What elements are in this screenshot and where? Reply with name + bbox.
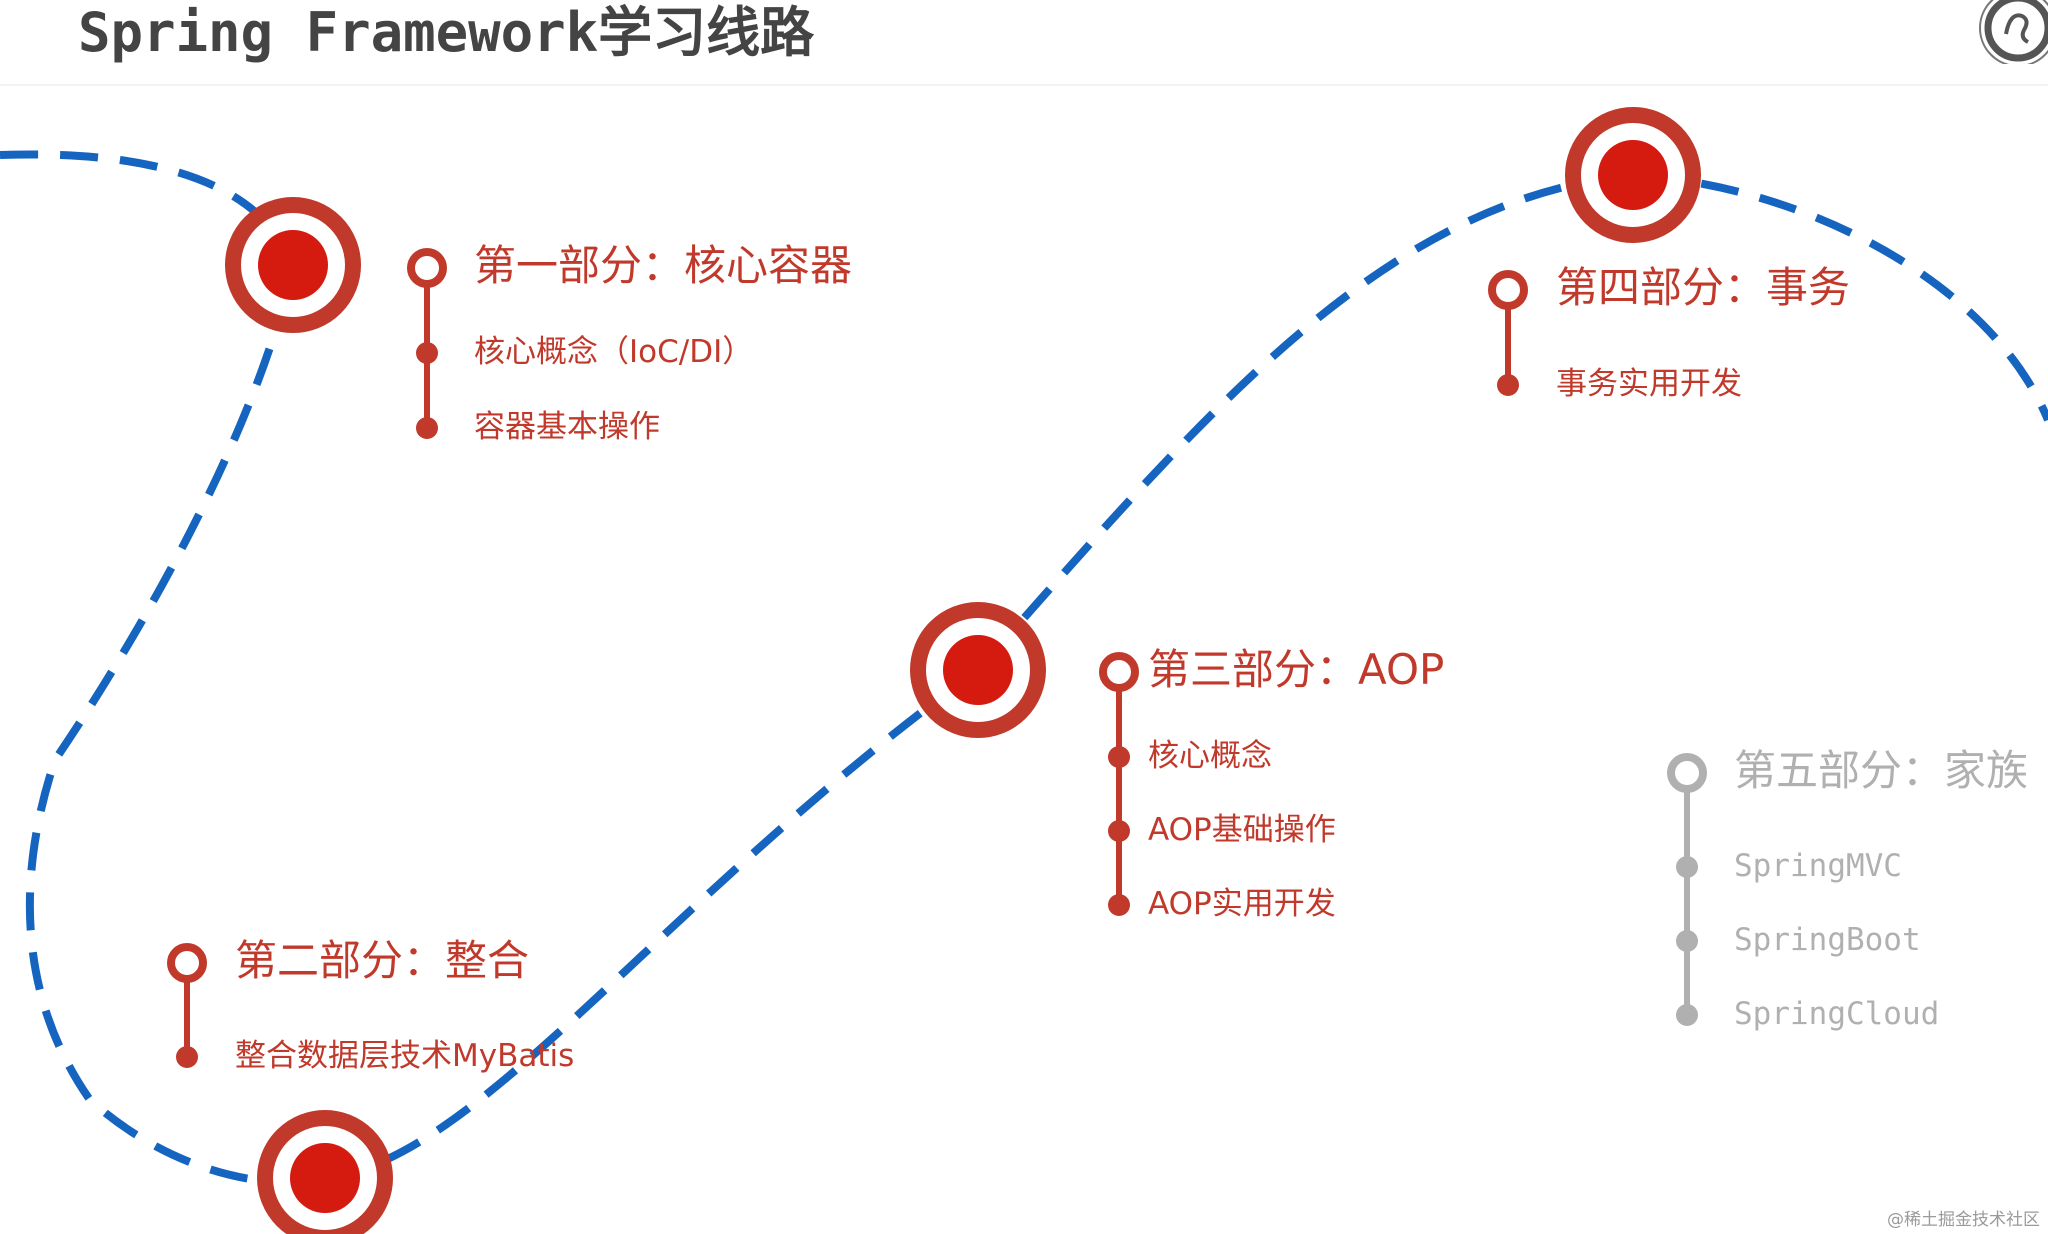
section-3-item-concepts: 核心概念 (1148, 738, 1272, 774)
timeline-dot-1-2 (416, 417, 438, 439)
section-title-3: 第三部分：AOP (1148, 645, 1445, 694)
timeline-dot-3-3 (1108, 894, 1130, 916)
watermark: @稀土掘金技术社区 (1887, 1210, 2040, 1230)
section-1-item-ioc-di: 核心概念（IoC/DI） (474, 334, 754, 370)
timeline-dot-2-1 (176, 1046, 198, 1068)
section-title-5: 第五部分：家族 (1734, 746, 2029, 795)
section-4-item-transactions: 事务实用开发 (1556, 366, 1742, 402)
timeline-dot-5-1 (1676, 856, 1698, 878)
section-title-2: 第二部分：整合 (235, 936, 530, 985)
section-5-item-springcloud: SpringCloud (1734, 996, 1940, 1032)
timeline-dot-5-2 (1676, 930, 1698, 952)
header-bar: Spring Framework学习线路 (0, 0, 2048, 86)
timeline-start-4 (1488, 270, 1528, 310)
section-1-item-container-ops: 容器基本操作 (474, 409, 660, 445)
milestone-marker-3 (910, 602, 1046, 738)
timeline-dot-4-1 (1497, 374, 1519, 396)
timeline-dot-5-3 (1676, 1004, 1698, 1026)
section-title-4: 第四部分：事务 (1556, 263, 1851, 312)
timeline-start-1 (407, 248, 447, 288)
roadmap-path (0, 150, 2048, 1187)
milestone-marker-2 (257, 1110, 393, 1234)
timeline-dot-1-1 (416, 342, 438, 364)
page-title: Spring Framework学习线路 (78, 1, 815, 64)
section-3-item-aop-basics: AOP基础操作 (1148, 812, 1336, 848)
timeline-dot-3-1 (1108, 746, 1130, 768)
timeline-start-2 (167, 943, 207, 983)
timeline-dot-3-2 (1108, 820, 1130, 842)
logo-icon (1979, 0, 2048, 64)
section-2-item-mybatis: 整合数据层技术MyBatis (235, 1038, 575, 1074)
section-5-item-springmvc: SpringMVC (1734, 848, 1902, 884)
timeline-start-5 (1667, 753, 1707, 793)
timeline-start-3 (1099, 652, 1139, 692)
milestone-marker-1 (225, 197, 361, 333)
section-5-item-springboot: SpringBoot (1734, 922, 1921, 958)
section-title-1: 第一部分：核心容器 (474, 241, 853, 290)
milestone-marker-4 (1565, 107, 1701, 243)
section-3-item-aop-practice: AOP实用开发 (1148, 886, 1336, 922)
